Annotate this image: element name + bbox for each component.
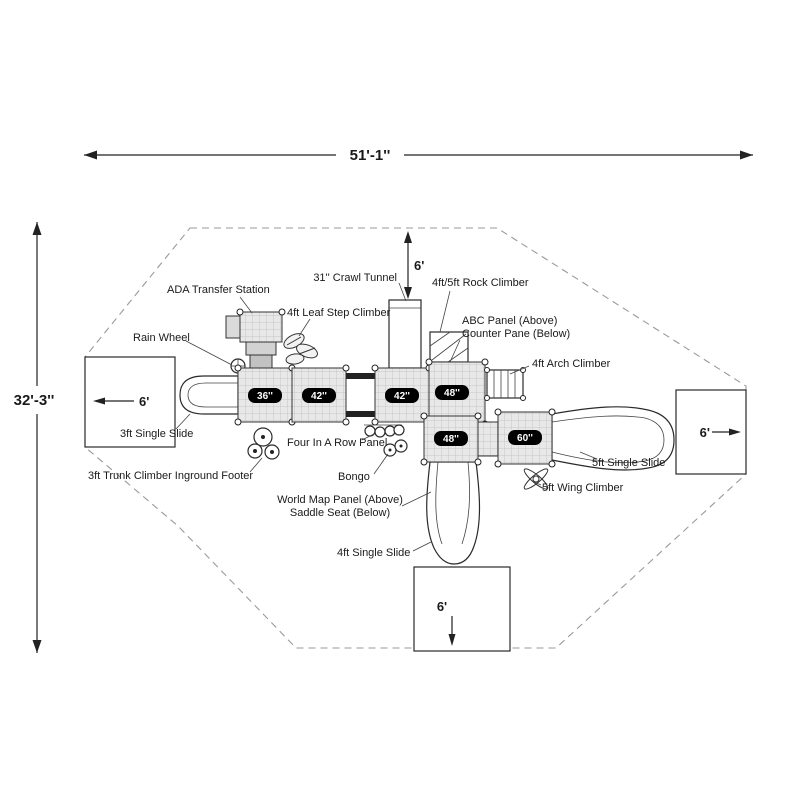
arch-climber — [484, 367, 526, 401]
overall-width-label: 51'-1'' — [350, 147, 391, 164]
slide-4ft-single — [426, 461, 481, 565]
left-clearance-label: 6' — [139, 394, 149, 409]
overall-height-dimension: 32'-3'' — [14, 222, 55, 653]
bottom-clearance-label: 6' — [437, 599, 447, 614]
callout-crawl-tunnel: 31'' Crawl Tunnel — [313, 272, 397, 284]
deck-36-label: 36'' — [257, 391, 273, 402]
deck-60-label: 60'' — [517, 433, 533, 444]
deck-48b-label: 48'' — [443, 434, 459, 445]
callout-world-map-line1: World Map Panel (Above) — [277, 494, 403, 506]
leaf-step-climber — [283, 333, 318, 365]
arrowhead-left-icon — [93, 397, 105, 405]
bongo-drums — [383, 439, 408, 457]
deck-42-b: 42'' — [371, 364, 433, 426]
leader-lines — [175, 282, 598, 552]
arrowhead-down-icon — [32, 640, 42, 653]
callout-labels: 31'' Crawl Tunnel 4ft/5ft Rock Climber A… — [88, 272, 665, 559]
overall-height-label: 32'-3'' — [14, 392, 55, 409]
callout-rain-wheel: Rain Wheel — [133, 332, 190, 344]
top-clearance-dimension: 6' — [404, 231, 424, 299]
callout-trunk-climber: 3ft Trunk Climber Inground Footer — [88, 470, 253, 482]
four-in-a-row-panel — [364, 424, 405, 438]
deck-60: 60'' — [494, 408, 556, 468]
crawl-tunnel — [388, 299, 422, 369]
deck-42a-label: 42'' — [311, 391, 327, 402]
callout-leaf-step: 4ft Leaf Step Climber — [287, 307, 391, 319]
left-clearance-zone: 6' — [84, 356, 176, 448]
callout-bongo: Bongo — [338, 471, 370, 483]
callout-ada-transfer: ADA Transfer Station — [167, 284, 270, 296]
callout-abc-panel-line1: ABC Panel (Above) — [462, 315, 557, 327]
deck-36: 36'' — [234, 364, 296, 426]
arrowhead-right-icon — [729, 428, 741, 436]
arrowhead-up-icon — [404, 231, 412, 243]
callout-slide-4ft: 4ft Single Slide — [337, 547, 410, 559]
trunk-climber — [247, 427, 280, 460]
slide-3ft-single — [179, 375, 239, 415]
callout-slide-5ft: 5ft Single Slide — [592, 457, 665, 469]
callout-wing-climber: 5ft Wing Climber — [542, 482, 624, 494]
deck-42-a: 42'' — [291, 364, 350, 426]
deck-48a-label: 48'' — [444, 388, 460, 399]
deck-connector — [477, 421, 499, 457]
callout-arch-climber: 4ft Arch Climber — [532, 358, 611, 370]
callout-rock-climber: 4ft/5ft Rock Climber — [432, 277, 529, 289]
top-clearance-label: 6' — [414, 258, 424, 273]
callout-abc-panel-line2: Counter Pane (Below) — [462, 328, 570, 340]
arrowhead-left-icon — [84, 150, 97, 160]
arrowhead-right-icon — [740, 150, 753, 160]
bottom-clearance-zone: 6' — [413, 566, 511, 652]
callout-four-in-a-row: Four In A Row Panel — [287, 437, 387, 449]
bridge-connector — [346, 373, 375, 417]
right-clearance-zone: 6' — [675, 389, 747, 475]
arrowhead-up-icon — [32, 222, 42, 235]
slide-5ft-single — [551, 406, 675, 471]
right-clearance-label: 6' — [700, 425, 710, 440]
ada-transfer-station — [225, 308, 286, 369]
callout-slide-3ft: 3ft Single Slide — [120, 428, 193, 440]
callout-world-map-line2: Saddle Seat (Below) — [290, 507, 390, 519]
arrowhead-down-icon — [404, 287, 412, 299]
arrowhead-down-icon — [448, 634, 456, 646]
overall-width-dimension: 51'-1'' — [84, 147, 753, 164]
wing-climber — [523, 468, 549, 490]
deck-42b-label: 42'' — [394, 391, 410, 402]
deck-48-b: 48'' — [420, 412, 482, 466]
